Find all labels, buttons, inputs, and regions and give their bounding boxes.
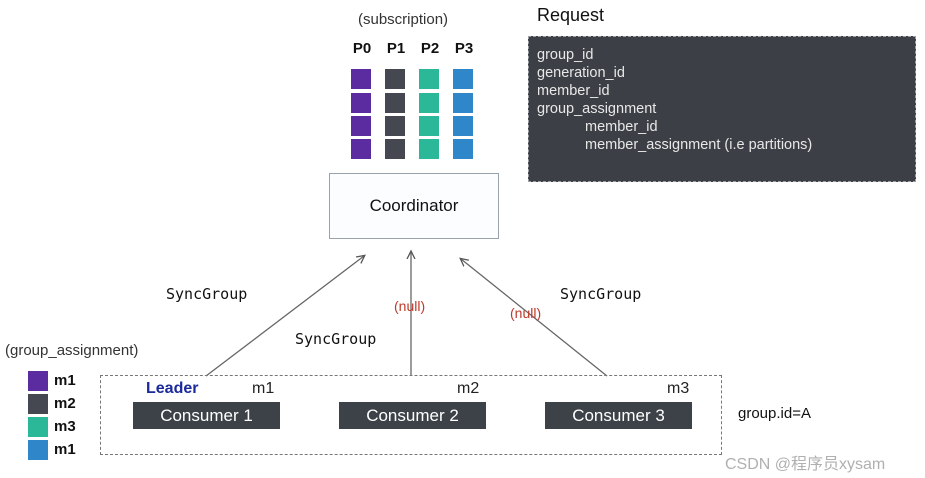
assignment-square-3	[28, 417, 48, 437]
request-field-assignment-member-id: member_id	[585, 119, 658, 135]
partition-square-p2-2	[419, 93, 439, 113]
leader-label: Leader	[146, 380, 199, 397]
partition-label-p0: P0	[352, 40, 372, 57]
partition-square-p1-4	[385, 139, 405, 159]
assignment-member-2: m2	[54, 395, 76, 412]
coordinator-label: Coordinator	[369, 196, 459, 215]
request-field-generation-id: generation_id	[537, 65, 625, 81]
group-id-label: group.id=A	[738, 405, 811, 422]
null-label-right: (null)	[510, 305, 542, 321]
request-field-member-id: member_id	[537, 83, 610, 99]
partition-square-p3-3	[453, 116, 473, 136]
partition-square-p0-4	[351, 139, 371, 159]
partition-square-p2-3	[419, 116, 439, 136]
consumer-1-member: m1	[252, 380, 275, 397]
assignment-square-1	[28, 371, 48, 391]
request-field-group-id: group_id	[537, 47, 594, 63]
partition-square-p3-1	[453, 69, 473, 89]
partition-label-p1: P1	[386, 40, 406, 57]
consumer-3-member: m3	[667, 380, 690, 397]
partition-square-p2-4	[419, 139, 439, 159]
partition-square-p0-3	[351, 116, 371, 136]
assignment-member-4: m1	[54, 441, 76, 458]
partition-square-p0-1	[351, 69, 371, 89]
partition-square-p1-2	[385, 93, 405, 113]
partition-square-p3-2	[453, 93, 473, 113]
watermark: CSDN @程序员xysam	[725, 456, 886, 473]
sync-arrow-consumer-1	[205, 256, 364, 377]
consumer-2-box: Consumer 2	[339, 402, 486, 429]
request-title: Request	[537, 5, 605, 25]
partition-label-p3: P3	[454, 40, 474, 57]
consumer-2-member: m2	[457, 380, 480, 397]
syncgroup-label-left: SyncGroup	[166, 285, 248, 303]
request-box: group_id generation_id member_id group_a…	[528, 36, 916, 182]
consumer-3-box: Consumer 3	[545, 402, 692, 429]
partition-label-p2: P2	[420, 40, 440, 57]
sync-arrow-consumer-3	[461, 259, 608, 377]
syncgroup-label-right: SyncGroup	[560, 285, 642, 303]
consumer-1-label: Consumer 1	[160, 405, 253, 425]
consumer-3-label: Consumer 3	[572, 405, 665, 425]
request-field-member-assignment: member_assignment (i.e partitions)	[585, 137, 813, 153]
partition-square-p3-4	[453, 139, 473, 159]
assignment-square-4	[28, 440, 48, 460]
request-field-group-assignment: group_assignment	[537, 101, 657, 117]
assignment-square-2	[28, 394, 48, 414]
syncgroup-label-middle: SyncGroup	[295, 330, 377, 348]
partition-square-p1-1	[385, 69, 405, 89]
consumer-2-label: Consumer 2	[366, 405, 459, 425]
coordinator-box: Coordinator	[329, 173, 499, 239]
partition-square-p1-3	[385, 116, 405, 136]
subscription-label: (subscription)	[358, 11, 449, 28]
consumer-1-box: Consumer 1	[133, 402, 280, 429]
assignment-member-1: m1	[54, 372, 76, 389]
group-assignment-label: (group_assignment)	[5, 342, 139, 359]
partition-square-p0-2	[351, 93, 371, 113]
null-label-middle: (null)	[394, 298, 426, 314]
consumer-group-box	[100, 375, 722, 455]
partition-square-p2-1	[419, 69, 439, 89]
assignment-member-3: m3	[54, 418, 76, 435]
